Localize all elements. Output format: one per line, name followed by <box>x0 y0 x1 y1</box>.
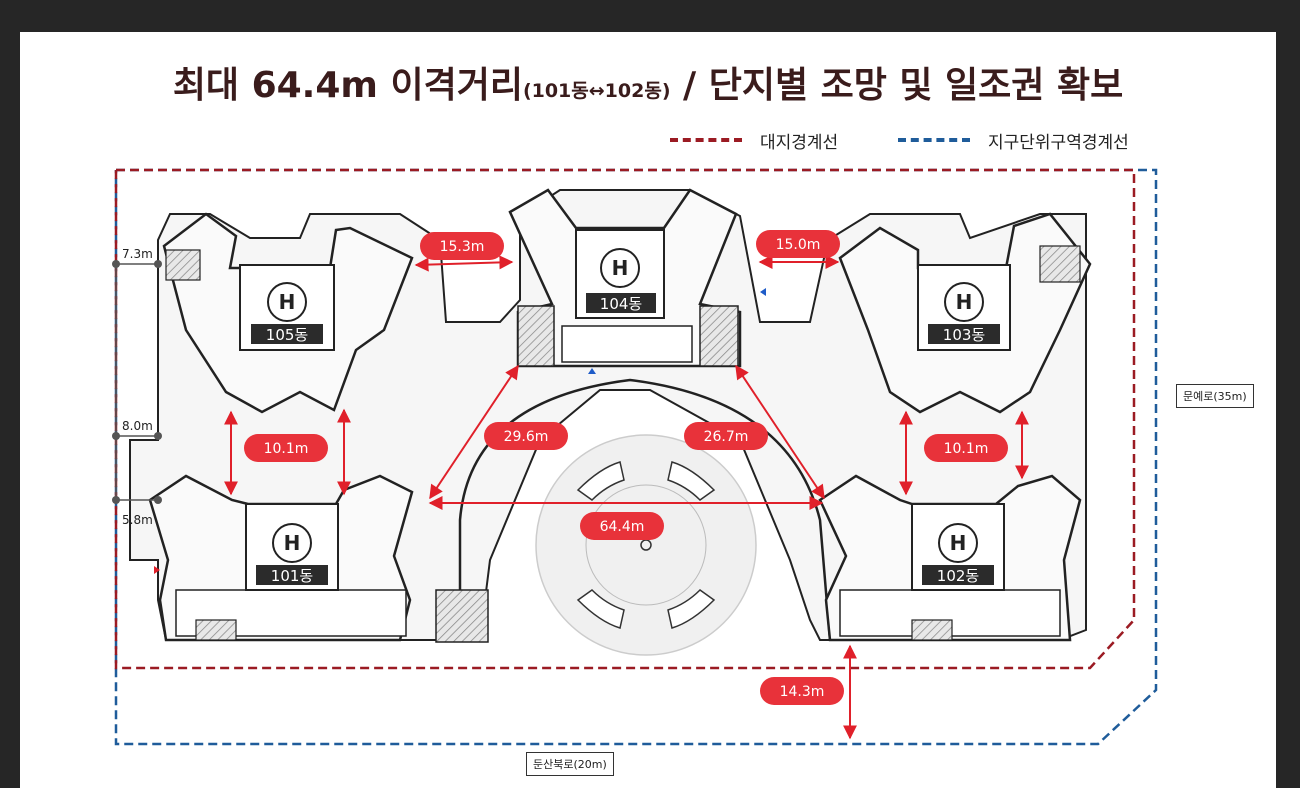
side-dim-7-3: 7.3m <box>122 247 153 261</box>
title-main: 최대 64.4m 이격거리 <box>172 65 523 106</box>
building-103-label: 103동 <box>943 326 986 344</box>
building-101-helipad: H 101동 <box>245 503 339 591</box>
west-dim-node-3 <box>112 496 120 504</box>
distance-label-15-0: 15.0m <box>776 237 821 253</box>
building-104-core-right <box>699 305 739 367</box>
distance-label-10-1-left: 10.1m <box>264 441 309 457</box>
title-suffix: / 단지별 조망 및 일조권 확보 <box>670 65 1124 106</box>
plaza-circle <box>535 434 757 656</box>
distance-label-64-4: 64.4m <box>600 519 645 535</box>
title-sub: (101동↔102동) <box>522 80 671 102</box>
west-dim-node-1 <box>112 260 120 268</box>
legend-district-label: 지구단위구역경계선 <box>988 132 1129 153</box>
building-101-hatch <box>195 619 237 641</box>
distance-label-14-3: 14.3m <box>780 684 825 700</box>
west-dim-node-5 <box>154 432 162 440</box>
distance-pill-14-3: 14.3m <box>760 677 844 705</box>
distance-pill-64-4: 64.4m <box>580 512 664 540</box>
plaza-bench-se <box>667 589 716 629</box>
building-103-helipad: H 103동 <box>917 264 1011 351</box>
distance-pill-29-6: 29.6m <box>484 422 568 450</box>
south-pavilion <box>435 589 489 643</box>
arrow-29-6 <box>429 364 519 500</box>
plaza-bench-ne <box>667 461 716 501</box>
distance-label-29-6: 29.6m <box>504 429 549 445</box>
legend-site-boundary: 대지경계선 <box>670 128 839 153</box>
road-label-south: 둔산북로(20m) <box>526 752 614 776</box>
building-103-hatch <box>1039 245 1081 283</box>
distance-pill-15-3: 15.3m <box>420 232 504 260</box>
plaza-bench-sw <box>576 589 625 629</box>
distance-pill-10-1-left: 10.1m <box>244 434 328 462</box>
building-102-label: 102동 <box>937 567 980 585</box>
legend-district-line <box>898 138 970 142</box>
arrow-26-7 <box>735 364 825 500</box>
west-dim-node-6 <box>154 496 162 504</box>
building-104-label: 104동 <box>600 295 643 313</box>
legend-district-boundary: 지구단위구역경계선 <box>898 128 1129 153</box>
svg-text:H: H <box>956 290 973 314</box>
site-boundary-line <box>114 168 1136 670</box>
building-104-core-left <box>517 305 555 367</box>
svg-text:H: H <box>612 256 629 280</box>
plaza-bench-nw <box>576 461 625 501</box>
distance-pill-10-1-right: 10.1m <box>924 434 1008 462</box>
distance-pill-26-7: 26.7m <box>684 422 768 450</box>
svg-text:H: H <box>284 531 301 555</box>
entrance-marker-west <box>154 566 160 574</box>
west-dim-node-4 <box>154 260 162 268</box>
side-dim-8-0: 8.0m <box>122 419 153 433</box>
road-label-east: 문예로(35m) <box>1176 384 1254 408</box>
building-105-helipad: H 105동 <box>239 264 335 351</box>
west-dim-node-2 <box>112 432 120 440</box>
building-104-balcony <box>561 325 693 363</box>
arrow-15-3 <box>414 255 514 272</box>
building-102-hatch <box>911 619 953 641</box>
building-101-label: 101동 <box>271 567 314 585</box>
distance-pill-15-0: 15.0m <box>756 230 840 258</box>
side-dim-5-8: 5.8m <box>122 513 153 527</box>
entrance-marker-east <box>760 288 766 296</box>
svg-text:H: H <box>950 531 967 555</box>
building-102-helipad: H 102동 <box>911 503 1005 591</box>
north-marker <box>588 368 596 374</box>
distance-label-10-1-right: 10.1m <box>944 441 989 457</box>
page-title: 최대 64.4m 이격거리(101동↔102동) / 단지별 조망 및 일조권 … <box>20 56 1276 108</box>
distance-label-15-3: 15.3m <box>440 239 485 255</box>
building-104-helipad: H 104동 <box>575 229 665 319</box>
distance-label-26-7: 26.7m <box>704 429 749 445</box>
svg-text:H: H <box>279 290 296 314</box>
legend-site-line <box>670 138 742 142</box>
plaza-inner-circle <box>585 484 707 606</box>
building-105-hatch <box>165 249 201 281</box>
legend-site-label: 대지경계선 <box>760 132 839 153</box>
building-105-label: 105동 <box>266 326 309 344</box>
